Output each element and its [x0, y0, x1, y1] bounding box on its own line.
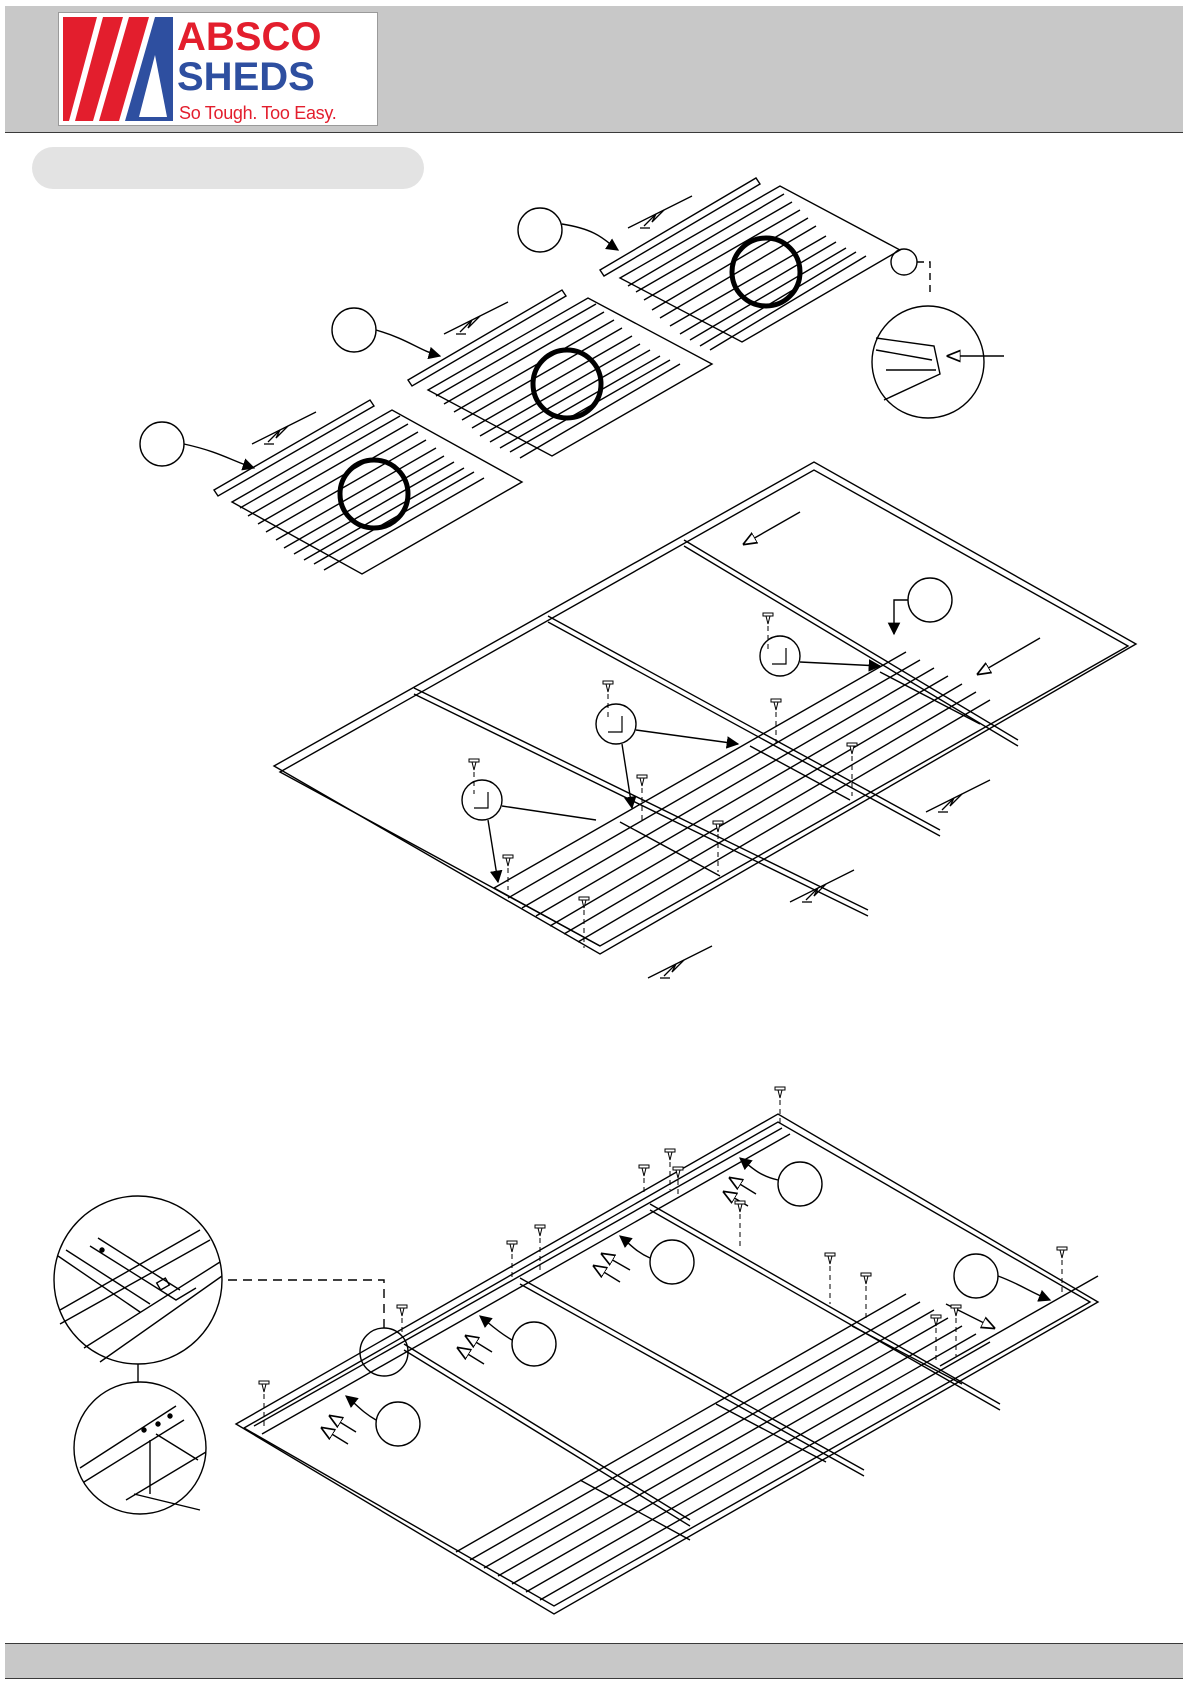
assembled-frame	[54, 1087, 1098, 1614]
callout-circle-icon	[376, 1402, 420, 1446]
callout-circle-icon	[518, 208, 562, 252]
callout-circle-icon	[908, 578, 952, 622]
screw-icon	[507, 1241, 517, 1252]
screw-icon	[639, 1165, 649, 1176]
callout-circle-icon	[760, 636, 800, 676]
break-symbol-icon	[926, 780, 990, 812]
callout-circle-icon	[891, 249, 917, 275]
callout-circle-icon	[332, 308, 376, 352]
callout-circle-icon	[462, 780, 502, 820]
callout-circle-icon	[512, 1322, 556, 1366]
screw-icon	[535, 1225, 545, 1236]
callout-circle-icon	[650, 1240, 694, 1284]
screw-icon	[397, 1305, 407, 1316]
break-symbol-icon	[790, 870, 854, 902]
page-footer-band	[5, 1643, 1183, 1679]
detail-bubble	[872, 306, 984, 418]
screw-icon	[665, 1149, 675, 1160]
screw-icon	[775, 1087, 785, 1098]
screw-icon	[1057, 1247, 1067, 1258]
callout-circle-icon	[140, 422, 184, 466]
callout-circle-icon	[596, 704, 636, 744]
break-symbol-icon	[648, 946, 712, 978]
callout-circle-icon	[954, 1254, 998, 1298]
callout-circle-icon	[778, 1162, 822, 1206]
screw-icon	[259, 1381, 269, 1392]
